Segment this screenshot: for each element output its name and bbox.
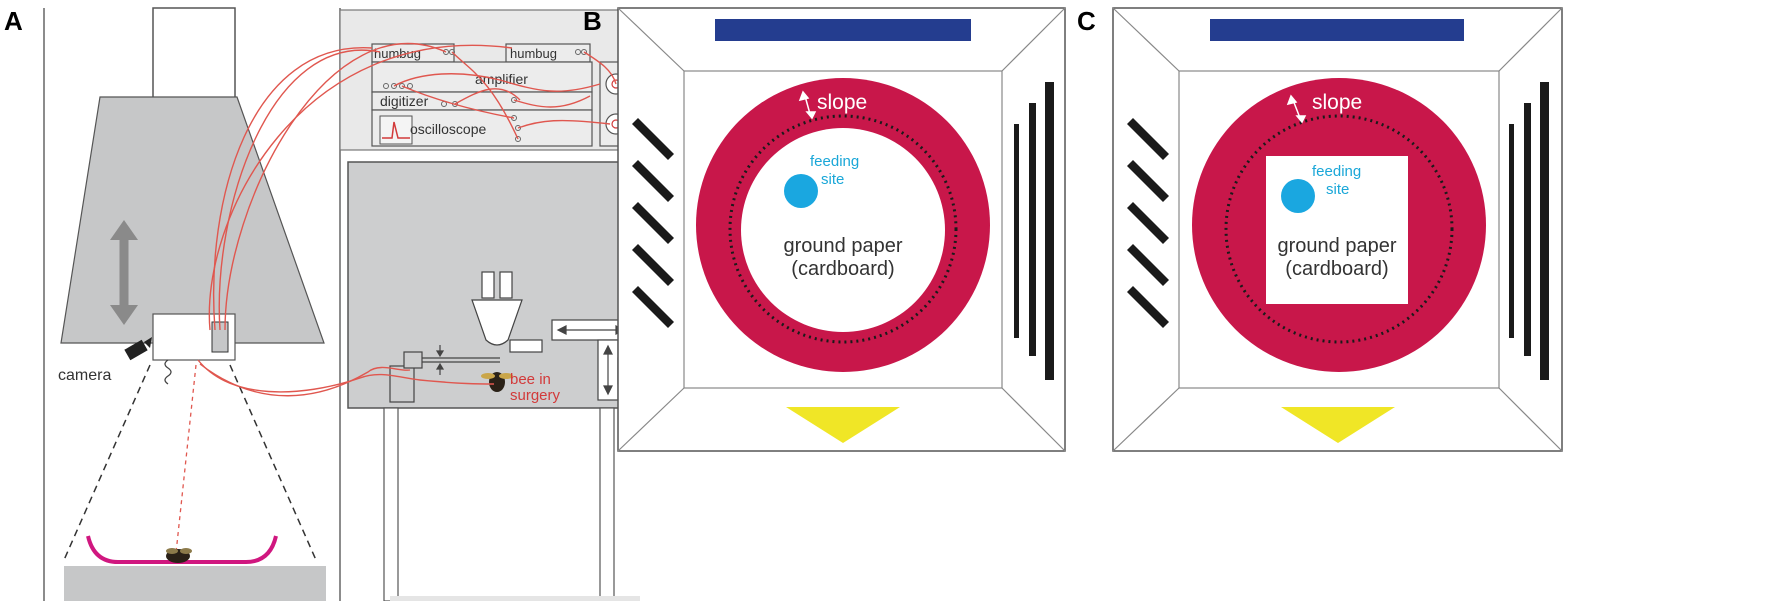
bee-on-bench-icon [481,372,513,392]
panel-c-ground-square [1266,156,1408,304]
digitizer-label: digitizer [380,93,429,109]
panel-b-feeding-label-line2: site [821,171,844,188]
panel-c-yellow-triangle [1281,407,1395,443]
spring-coil [164,359,172,385]
panel-c-oblique-stripes [1127,118,1169,328]
panel-c-feeding-dot [1281,179,1315,213]
panel-c-dotted-circle [1224,114,1454,344]
panel-c: C slope [1077,6,1563,452]
amplifier-box [371,61,593,93]
panel-b-dotted-circle [728,114,958,344]
camera-icon [124,337,152,361]
bee-surgery-label-line1: bee in [510,371,551,388]
microscope-icon [471,271,523,346]
panel-c-slope-label: slope [1312,91,1362,114]
panel-c-vertical-bars [1509,82,1549,380]
humbug-right-label: humbug [510,46,557,61]
panel-a-letter: A [4,6,23,36]
arena-base [64,566,326,601]
panel-b-ground-label-line1: ground paper [784,235,903,257]
panel-b-slope-label: slope [817,91,867,114]
bench-leg-left [383,407,399,601]
humbug-left-label: humbug [374,46,421,61]
panel-b-feeding-label-line1: feeding [810,153,859,170]
view-cone-left [63,364,151,561]
panel-b-yellow-triangle [786,407,900,443]
bee-in-arena-icon [166,548,192,563]
panel-b-vertical-bars [1014,82,1054,380]
panel-c-letter: C [1077,6,1096,36]
panel-c-feeding-label-line1: feeding [1312,163,1361,180]
tether-wire [175,364,197,554]
bee-surgery-label-line2: surgery [510,387,561,404]
panel-b-feeding-dot [784,174,818,208]
panel-b-ground-label-line2: (cardboard) [791,258,894,280]
panel-b: B slope [583,6,1066,452]
up-down-arrow-icon [110,220,138,325]
panel-b-letter: B [583,6,602,36]
panel-c-blue-bar [1210,19,1464,41]
panel-c-ground-label-line2: (cardboard) [1285,258,1388,280]
micromanipulator-left [389,345,500,403]
panel-c-feeding-label-line2: site [1326,181,1349,198]
panel-b-corner-lines [617,7,1066,452]
floor-strip [390,596,640,601]
signal-wires [197,43,617,397]
panel-b-oblique-stripes [632,118,674,328]
camera-label: camera [58,367,111,384]
bench-leg-right [599,407,615,601]
panel-b-blue-bar [715,19,971,41]
panel-b-slope-arrow-icon [798,90,817,120]
panel-c-corner-lines [1112,7,1563,452]
panel-a: A humbug humbug amplifier digitizer osci… [4,6,655,601]
panel-c-ground-label-line1: ground paper [1278,235,1397,257]
amplifier-label: amplifier [475,71,528,87]
oscilloscope-trace [382,121,410,139]
oscilloscope-label: oscilloscope [410,121,486,137]
panel-c-slope-arrow-icon [1286,94,1307,124]
